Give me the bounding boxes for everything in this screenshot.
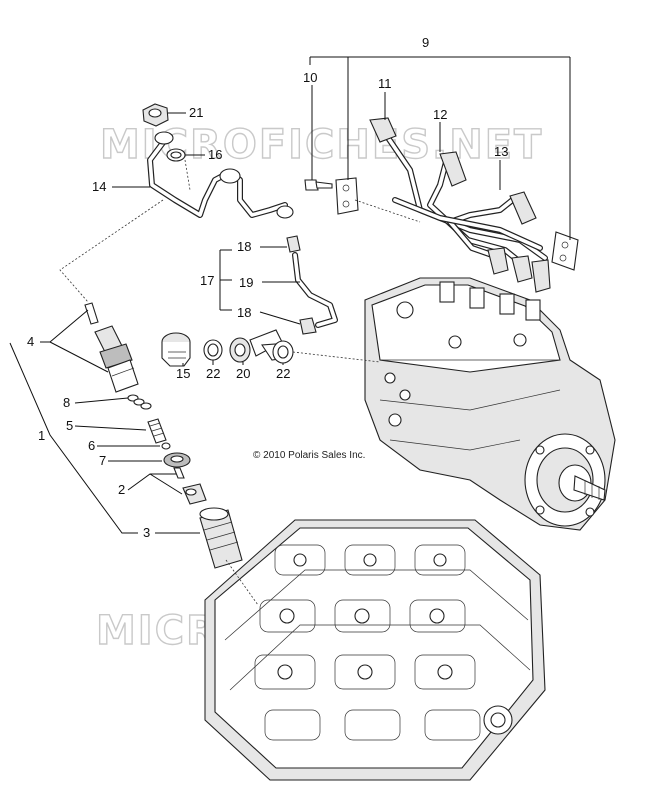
callout-10: 10 xyxy=(303,70,317,85)
injector-pipes xyxy=(304,117,579,293)
callout-8: 8 xyxy=(63,395,70,410)
injection-pump xyxy=(364,277,616,531)
callout-3: 3 xyxy=(143,525,150,540)
copyright-notice: © 2010 Polaris Sales Inc. xyxy=(253,450,365,461)
watermark-top: MICROFICHES.NET xyxy=(100,122,543,168)
leak-off-pipe xyxy=(142,103,294,219)
callout-21: 21 xyxy=(189,105,203,120)
callout-18-bottom: 18 xyxy=(237,305,251,320)
callout-2: 2 xyxy=(118,482,125,497)
banjo-fitting xyxy=(161,329,381,367)
callout-12: 12 xyxy=(433,107,447,122)
callout-6: 6 xyxy=(88,438,95,453)
callout-22-left: 22 xyxy=(206,366,220,381)
callout-7: 7 xyxy=(99,453,106,468)
callout-13: 13 xyxy=(494,144,508,159)
leader-lines xyxy=(9,56,571,534)
callout-22-right: 22 xyxy=(276,366,290,381)
callout-16: 16 xyxy=(208,147,222,162)
cylinder-head xyxy=(204,519,546,781)
callout-15: 15 xyxy=(176,366,190,381)
return-hose xyxy=(286,235,338,335)
callout-19: 19 xyxy=(239,275,253,290)
callout-9: 9 xyxy=(422,35,429,50)
callout-4: 4 xyxy=(27,334,34,349)
callout-11: 11 xyxy=(378,76,392,91)
callout-5: 5 xyxy=(66,418,73,433)
callout-20: 20 xyxy=(236,366,250,381)
callout-14: 14 xyxy=(92,179,106,194)
callout-numbers: 9 10 11 12 13 21 16 14 18 17 19 18 4 15 … xyxy=(27,35,508,540)
callout-18-top: 18 xyxy=(237,239,251,254)
callout-17: 17 xyxy=(200,273,214,288)
callout-1: 1 xyxy=(38,428,45,443)
injector-assembly xyxy=(59,199,259,606)
